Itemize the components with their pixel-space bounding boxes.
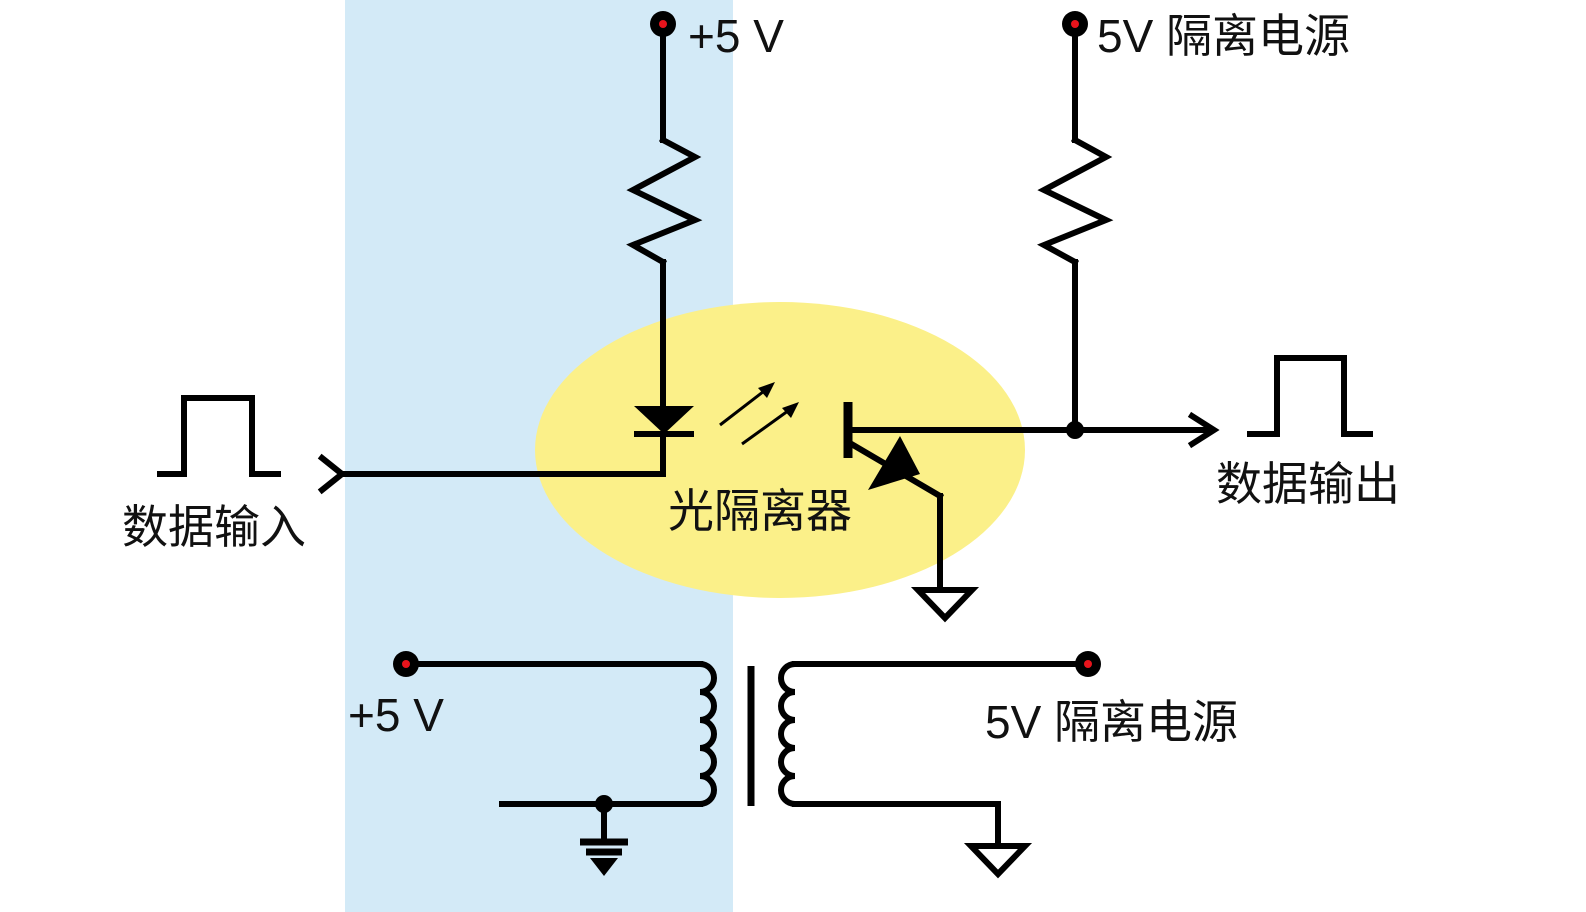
label-data-input: 数据输入	[122, 501, 306, 553]
ground-symbol-input	[580, 838, 628, 876]
label-vcc-bottom: +5 V	[348, 689, 444, 741]
ground-symbol-output	[910, 587, 980, 623]
input-resistor	[626, 135, 703, 267]
input-pulse-icon	[157, 395, 281, 477]
terminal-bottom-input	[393, 651, 419, 677]
label-optoisolator: 光隔离器	[668, 485, 852, 537]
phototransistor	[843, 402, 1213, 593]
terminal-bottom-isolated	[1075, 651, 1101, 677]
label-isolated-supply-bottom: 5V 隔离电源	[985, 696, 1238, 748]
ground-symbol-secondary	[963, 843, 1033, 879]
transformer-primary	[403, 660, 718, 845]
label-vcc-top: +5 V	[688, 10, 784, 62]
input-connector-chevron	[317, 453, 347, 495]
label-data-output: 数据输出	[1216, 458, 1400, 510]
input-supply-branch	[626, 21, 703, 413]
optoisolator-highlight	[535, 302, 1025, 598]
output-pullup-branch	[1037, 21, 1114, 439]
transformer-secondary	[777, 660, 1091, 849]
output-resistor	[1037, 135, 1114, 267]
output-pulse-icon	[1247, 355, 1373, 437]
terminal-top-input	[650, 11, 676, 37]
emitter-arrow	[868, 436, 920, 490]
light-emission-arrows	[719, 382, 799, 446]
terminal-top-isolated	[1062, 11, 1088, 37]
label-isolated-supply-top: 5V 隔离电源	[1097, 10, 1350, 62]
output-arrowhead	[1187, 411, 1220, 449]
led-diode	[634, 406, 694, 477]
junction-dot	[1066, 421, 1084, 439]
